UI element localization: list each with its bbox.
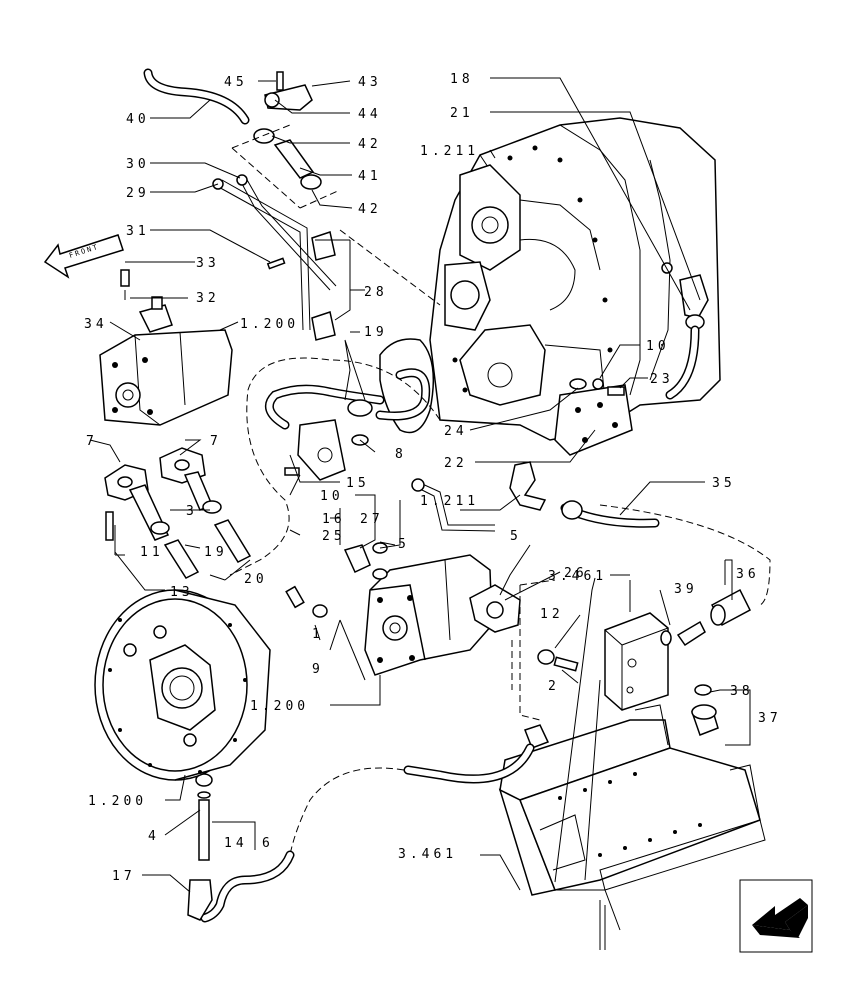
callout-41: 41 bbox=[358, 169, 382, 184]
callout-34: 34 bbox=[84, 317, 108, 332]
callout-16: 16 bbox=[322, 512, 346, 527]
callout-1: 1 bbox=[312, 627, 324, 642]
callout-37: 37 bbox=[758, 711, 782, 726]
filter-head-assembly bbox=[264, 338, 435, 481]
assembly-line-main bbox=[229, 229, 771, 721]
callout-19: 19 bbox=[204, 545, 228, 560]
callout-5: 5 bbox=[398, 537, 410, 552]
callout-38: 38 bbox=[730, 684, 754, 699]
callout-26: 26 bbox=[564, 566, 588, 581]
callout-14: 14 bbox=[224, 836, 248, 851]
callout-44: 44 bbox=[358, 107, 382, 122]
callout-7: 7 bbox=[210, 434, 222, 449]
center-pipe-1211 bbox=[411, 478, 496, 532]
callout-31: 31 bbox=[126, 224, 150, 239]
callout-1-200: 1.200 bbox=[88, 794, 147, 809]
callout-1-211: 1.211 bbox=[420, 494, 479, 509]
transmission-housing bbox=[429, 117, 721, 441]
bolt-2-nut-12 bbox=[537, 649, 579, 672]
callout-17: 17 bbox=[112, 869, 136, 884]
callout-1-200: 1.200 bbox=[250, 699, 309, 714]
front-arrow-icon: FRONT bbox=[43, 234, 124, 279]
hose-35 bbox=[509, 461, 660, 528]
callout-9: 9 bbox=[312, 662, 324, 677]
callout-10: 10 bbox=[646, 339, 670, 354]
callout-21: 21 bbox=[450, 106, 474, 121]
callout-7: 7 bbox=[86, 434, 98, 449]
callout-42: 42 bbox=[358, 137, 382, 152]
bolt-33 bbox=[120, 269, 130, 287]
clamp-43-44 bbox=[264, 71, 313, 111]
callout-12: 12 bbox=[540, 607, 564, 622]
bolt-31 bbox=[266, 257, 286, 270]
callout-13: 13 bbox=[170, 585, 194, 600]
callout-42: 42 bbox=[358, 202, 382, 217]
callout-15: 15 bbox=[346, 476, 370, 491]
hydraulic-pump-left bbox=[99, 296, 233, 426]
callout-32: 32 bbox=[196, 291, 220, 306]
callout-45: 45 bbox=[224, 75, 248, 90]
callout-29: 29 bbox=[126, 186, 150, 201]
chassis-frame bbox=[498, 704, 766, 950]
callout-4: 4 bbox=[148, 829, 160, 844]
hydraulic-pump-center bbox=[343, 542, 521, 676]
view-direction-icon bbox=[739, 879, 813, 953]
callout-6: 6 bbox=[262, 836, 274, 851]
callout-35: 35 bbox=[712, 476, 736, 491]
callout-3-461: 3.461 bbox=[398, 847, 457, 862]
hose-41 bbox=[273, 139, 315, 179]
pump-drive-housing bbox=[94, 589, 271, 781]
callout-10: 10 bbox=[320, 489, 344, 504]
connector-block bbox=[604, 588, 751, 736]
callout-28: 28 bbox=[364, 285, 388, 300]
suction-pipe-40 bbox=[143, 68, 250, 125]
lower-hose-assembly bbox=[187, 724, 550, 923]
leader-lines bbox=[89, 77, 751, 893]
bracket-28 bbox=[311, 231, 336, 341]
callout-22: 22 bbox=[444, 456, 468, 471]
callout-8: 8 bbox=[395, 447, 407, 462]
callout-24: 24 bbox=[444, 424, 468, 439]
callout-19: 19 bbox=[364, 325, 388, 340]
callout-3-461: 3.461 bbox=[548, 569, 607, 584]
callout-5: 5 bbox=[510, 529, 522, 544]
callout-40: 40 bbox=[126, 112, 150, 127]
callout-2: 2 bbox=[548, 679, 560, 694]
seal-10-bolt-23 bbox=[569, 378, 625, 396]
callout-27: 27 bbox=[360, 512, 384, 527]
callout-36: 36 bbox=[736, 567, 760, 582]
callout-39: 39 bbox=[674, 582, 698, 597]
callout-20: 20 bbox=[244, 572, 268, 587]
flange-fittings bbox=[104, 447, 252, 579]
hose-clip-42 bbox=[253, 128, 322, 190]
assembly-line-top bbox=[231, 124, 341, 209]
callout-1-200: 1.200 bbox=[240, 317, 299, 332]
callout-30: 30 bbox=[126, 157, 150, 172]
callout-1-211: 1.211 bbox=[420, 144, 479, 159]
callout-25: 25 bbox=[322, 529, 346, 544]
callout-11: 11 bbox=[140, 545, 164, 560]
return-hose-18-21 bbox=[661, 262, 709, 400]
bolt-1-9 bbox=[285, 585, 328, 618]
callout-23: 23 bbox=[650, 372, 674, 387]
callout-43: 43 bbox=[358, 75, 382, 90]
callout-33: 33 bbox=[196, 256, 220, 271]
callout-labels: 45 43 40 44 42 30 41 29 42 31 33 28 32 3… bbox=[84, 72, 782, 884]
callout-3: 3 bbox=[186, 504, 198, 519]
callout-18: 18 bbox=[450, 72, 474, 87]
